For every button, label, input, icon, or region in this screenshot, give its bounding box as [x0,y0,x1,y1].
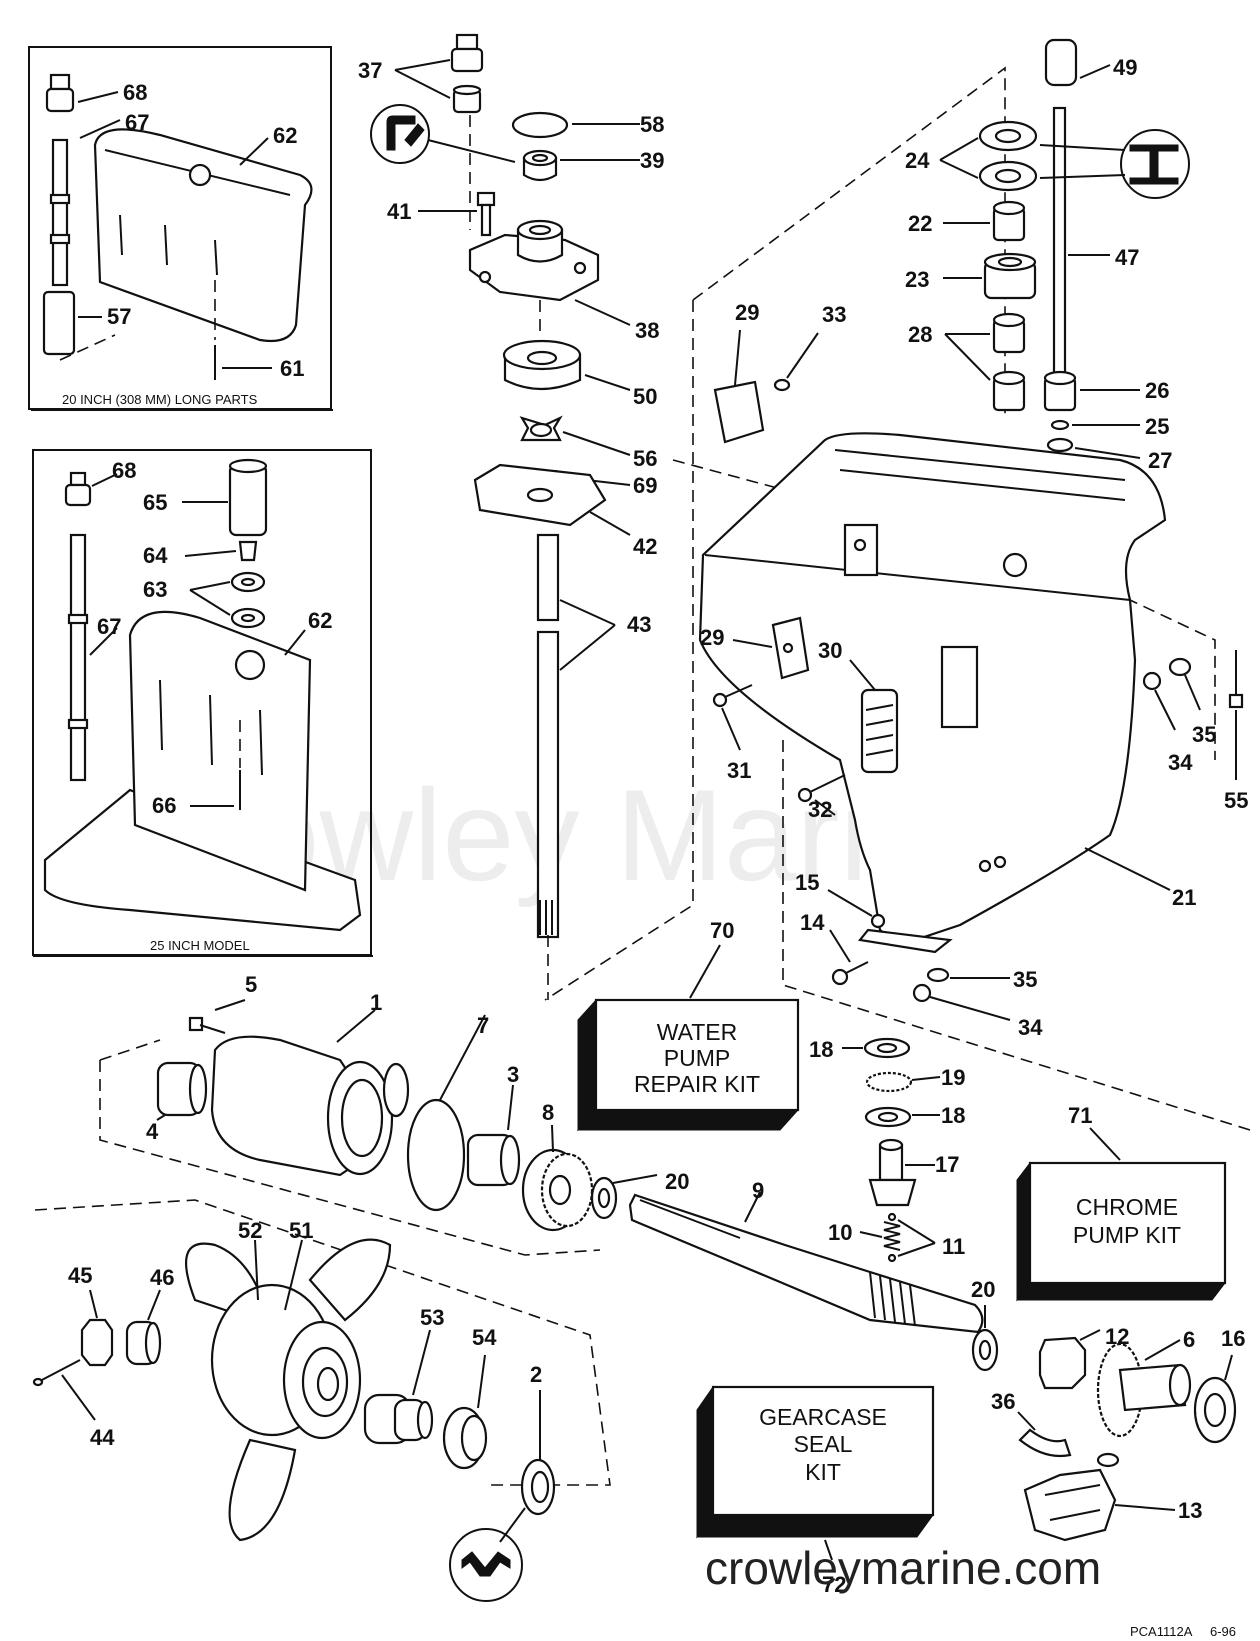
callout-20-b: 20 [971,1277,995,1302]
callout-29: 29 [735,300,759,325]
callout-68-b: 68 [112,458,136,483]
callout-68: 68 [123,80,147,105]
callout-10: 10 [828,1220,852,1245]
callout-15: 15 [795,870,819,895]
callout-69: 69 [633,473,657,498]
callout-18-a: 18 [809,1037,833,1062]
callout-58: 58 [640,112,664,137]
gearcase-seal-kit-line3: KIT [805,1459,841,1485]
gearcase-seal-kit-line2: SEAL [794,1431,853,1457]
callout-56: 56 [633,446,657,471]
callout-7: 7 [477,1013,489,1038]
callout-11: 11 [942,1234,965,1259]
callout-50: 50 [633,384,657,409]
callout-33: 33 [822,302,846,327]
callout-5: 5 [245,972,257,997]
website-watermark: crowleymarine.com [705,1542,1101,1594]
water-pump-kit-line1: WATER [657,1019,738,1045]
callout-17: 17 [935,1152,959,1177]
callout-67-b: 67 [97,614,121,639]
callout-62: 62 [273,123,297,148]
callout-20: 20 [665,1169,689,1194]
callout-3: 3 [507,1062,519,1087]
water-pump-kit-line2: PUMP [664,1045,730,1071]
callout-53: 53 [420,1305,444,1330]
gearcase-seal-kit-line1: GEARCASE [759,1404,887,1430]
long-parts-caption: 20 INCH (308 MM) LONG PARTS [62,392,258,407]
callout-41: 41 [387,199,411,224]
callout-72: 72 [822,1572,846,1597]
callout-1: 1 [370,990,382,1015]
callout-54: 54 [472,1325,497,1350]
chrome-pump-kit: CHROME PUMP KIT 71 [1015,1103,1227,1302]
callout-39: 39 [640,148,664,173]
callout-21: 21 [1172,885,1196,910]
callout-16: 16 [1221,1326,1245,1351]
callout-38: 38 [635,318,659,343]
propeller-assembly: 52 51 45 46 44 53 54 2 [32,1199,611,1602]
model-caption: 25 INCH MODEL [150,938,250,953]
callout-45: 45 [68,1263,92,1288]
callout-4: 4 [146,1119,159,1144]
water-pump-assembly: 37 58 39 41 38 50 [358,33,664,1000]
callout-71: 71 [1068,1103,1092,1128]
callout-46: 46 [150,1265,174,1290]
callout-27: 27 [1148,448,1172,473]
propeller-shaft-assembly: 5 4 1 7 3 8 20 9 [99,972,1245,1542]
callout-52: 52 [238,1218,262,1243]
callout-64: 64 [143,543,168,568]
callout-22: 22 [908,211,932,236]
callout-63: 63 [143,577,167,602]
callout-49: 49 [1113,55,1137,80]
callout-43: 43 [627,612,651,637]
callout-61: 61 [280,356,304,381]
callout-32: 32 [808,797,832,822]
chrome-pump-kit-line2: PUMP KIT [1073,1222,1181,1248]
callout-30: 30 [818,638,842,663]
callout-31: 31 [727,758,751,783]
callout-66: 66 [152,793,176,818]
gearcase-assembly: 49 47 24 22 23 28 [544,38,1251,1131]
callout-47: 47 [1115,245,1139,270]
inset-long-parts: 68 67 62 57 61 20 INCH (308 MM) LONG PAR… [28,46,333,411]
callout-34-b: 34 [1018,1015,1043,1040]
callout-62-b: 62 [308,608,332,633]
callout-29-b: 29 [700,625,724,650]
callout-26: 26 [1145,378,1169,403]
date-code: 6-96 [1210,1624,1236,1639]
callout-9: 9 [752,1178,764,1203]
callout-44: 44 [90,1425,115,1450]
callout-55: 55 [1224,788,1248,813]
callout-14: 14 [800,910,825,935]
callout-57: 57 [107,304,131,329]
callout-37: 37 [358,58,382,83]
callout-6: 6 [1183,1327,1195,1352]
callout-8: 8 [542,1100,554,1125]
gearcase-seal-kit: GEARCASE SEAL KIT 72 [696,1385,935,1597]
part-code: PCA1112A [1130,1624,1193,1639]
callout-67: 67 [125,110,149,135]
water-pump-repair-kit: WATER PUMP REPAIR KIT 70 [576,918,800,1132]
callout-25: 25 [1145,414,1169,439]
callout-35-b: 35 [1013,967,1037,992]
callout-70: 70 [710,918,734,943]
water-pump-kit-line3: REPAIR KIT [634,1071,760,1097]
callout-36: 36 [991,1389,1015,1414]
callout-24: 24 [905,148,930,173]
callout-28: 28 [908,322,932,347]
callout-42: 42 [633,534,657,559]
callout-18-b: 18 [941,1103,965,1128]
callout-35: 35 [1192,722,1216,747]
callout-51: 51 [289,1218,313,1243]
callout-13: 13 [1178,1498,1202,1523]
callout-23: 23 [905,267,929,292]
callout-19: 19 [941,1065,965,1090]
callout-34: 34 [1168,750,1193,775]
inset-25-inch-model: 68 65 64 63 67 62 66 25 INCH MODEL [32,449,373,957]
callout-65: 65 [143,490,167,515]
chrome-pump-kit-line1: CHROME [1076,1194,1178,1220]
callout-2: 2 [530,1362,542,1387]
